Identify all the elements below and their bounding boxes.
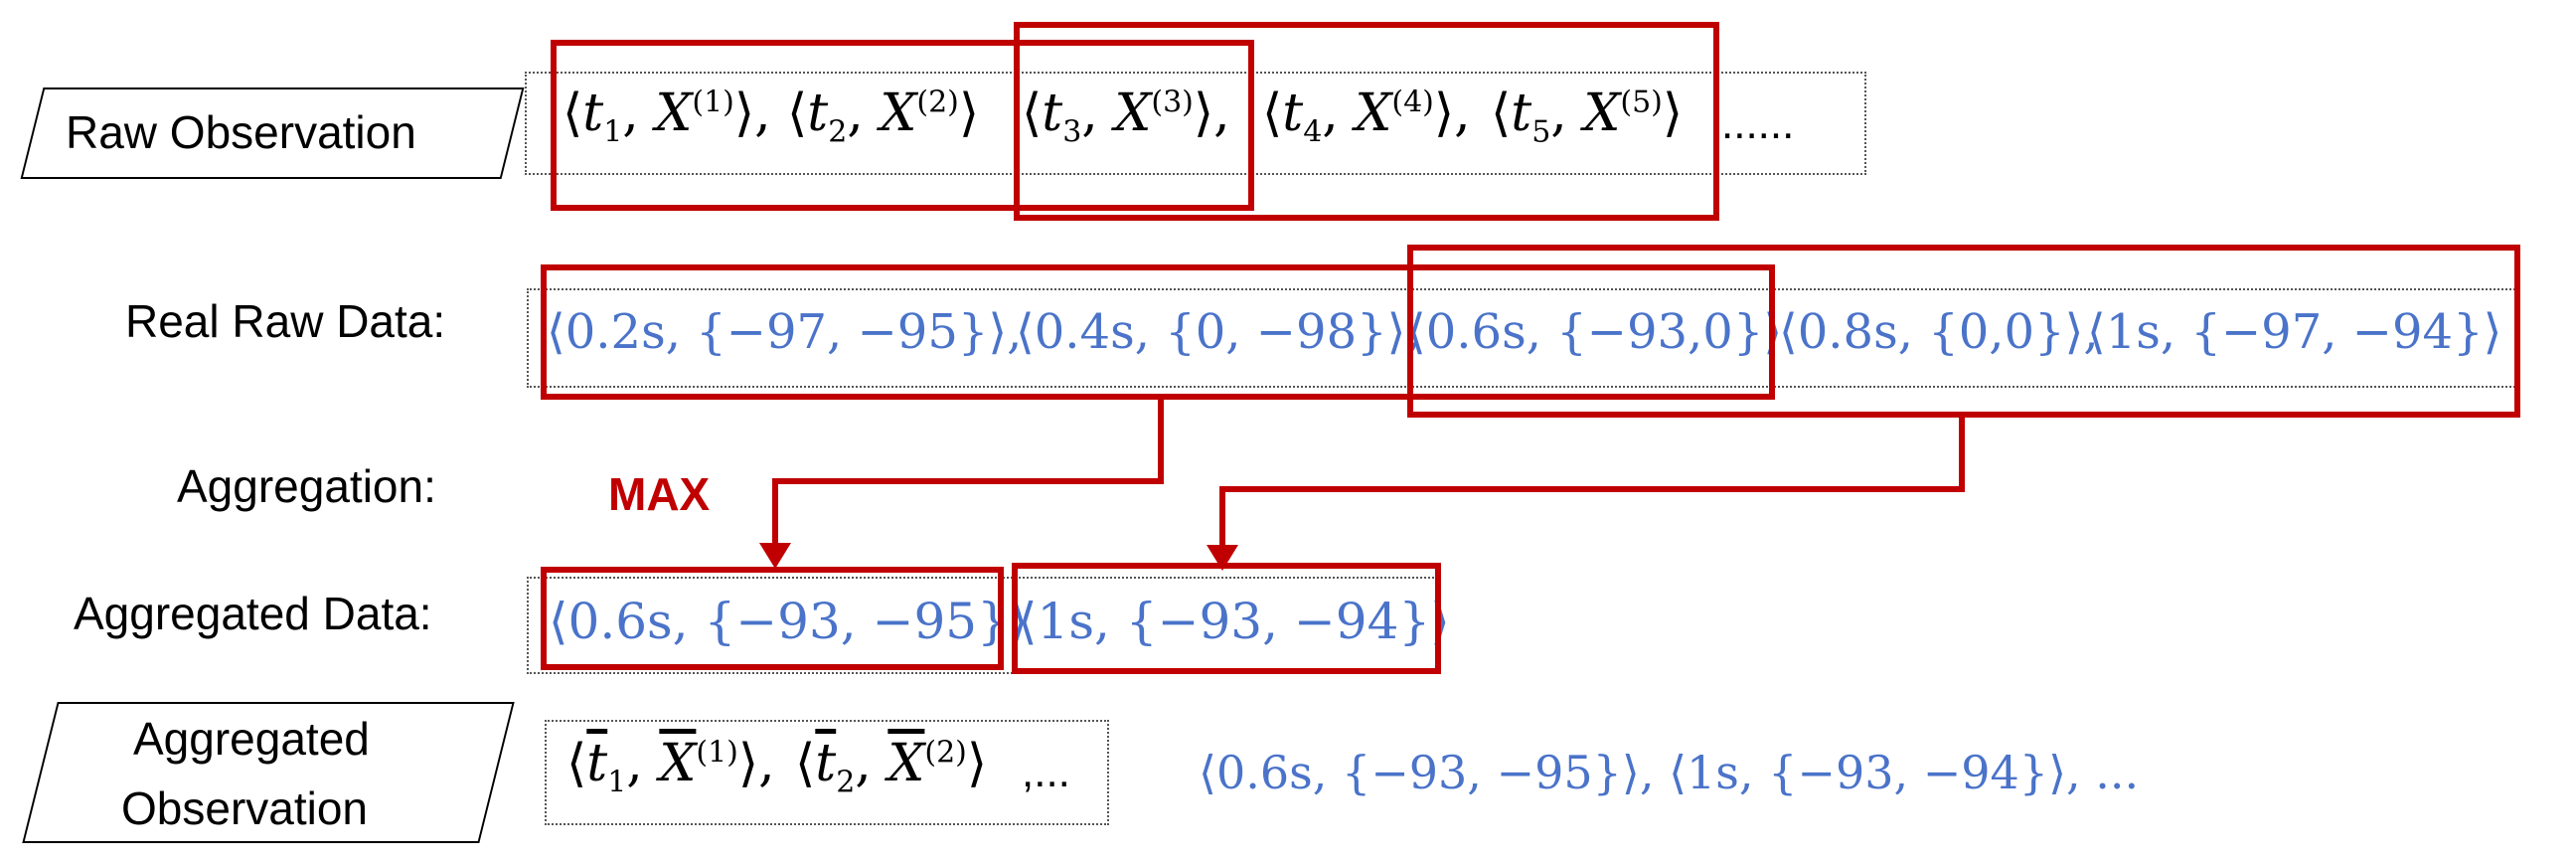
aggregated-observation-formula-ellipsis: ,... [1022,748,1070,796]
aggregated-observation-tuple-2: ⟨t2, X(2)⟩ [795,734,988,800]
aggregated-data-label: Aggregated Data: [74,588,432,639]
raw-observation-label: Raw Observation [66,106,416,158]
max-arrow-head-2 [1207,545,1238,571]
max-arrow-head-1 [759,543,791,569]
raw-observation-window-2 [1014,22,1719,221]
raw-observation-tuple-4: ⟨t4, X(4)⟩, [1262,84,1471,150]
real-raw-data-item-2: ⟨0.4s, {0, −98}⟩, [1016,304,1421,360]
raw-observation-ellipsis: ...... [1721,99,1795,148]
aggregated-observation-formula-box [545,720,1109,825]
real-raw-data-label: Real Raw Data: [125,295,446,347]
max-arrow-path-1 [772,398,1164,545]
raw-observation-box [525,72,1866,175]
raw-observation-tuple-5: ⟨t5, X(5)⟩ [1491,84,1684,150]
real-raw-data-item-1: ⟨0.2s, {−97, −95}⟩, [547,304,1023,360]
max-label: MAX [608,468,711,520]
raw-data-window-2 [1407,245,2520,418]
raw-observation-tuple-2: ⟨t2, X(2)⟩ [787,84,980,150]
aggregated-observation-tuple-1: ⟨t1, X(1)⟩, [566,734,775,800]
raw-observation-tuple-3: ⟨t3, X(3)⟩, [1022,84,1230,150]
aggregated-observation-label-line1: Aggregated [133,713,370,765]
raw-observation-window-1 [551,40,1254,211]
real-raw-data-item-4: ⟨0.8s, {0,0}⟩, [1779,304,2099,360]
raw-data-window-1 [541,264,1775,400]
aggregated-data-window-1 [541,567,1004,670]
aggregated-observation-label-line2: Observation [121,782,369,834]
aggregated-observation-values: ⟨0.6s, {−93, −95}⟩, ⟨1s, {−93, −94}⟩, ..… [1199,746,2140,799]
raw-observation-tuple-1: ⟨t1, X(1)⟩, [563,84,771,150]
aggregated-data-item-2: ⟨1s, {−93, −94}⟩ [1018,593,1450,650]
aggregated-data-item-1: ⟨0.6s, {−93, −95}⟩ [549,593,1029,650]
real-raw-data-item-5: ⟨1s, {−97, −94}⟩ [2087,304,2502,360]
aggregation-label: Aggregation: [177,460,436,512]
max-arrow-path-2 [1219,418,1965,547]
aggregated-data-window-2 [1012,563,1441,674]
real-raw-data-item-3: ⟨0.6s, {−93,0}⟩ [1407,304,1783,360]
